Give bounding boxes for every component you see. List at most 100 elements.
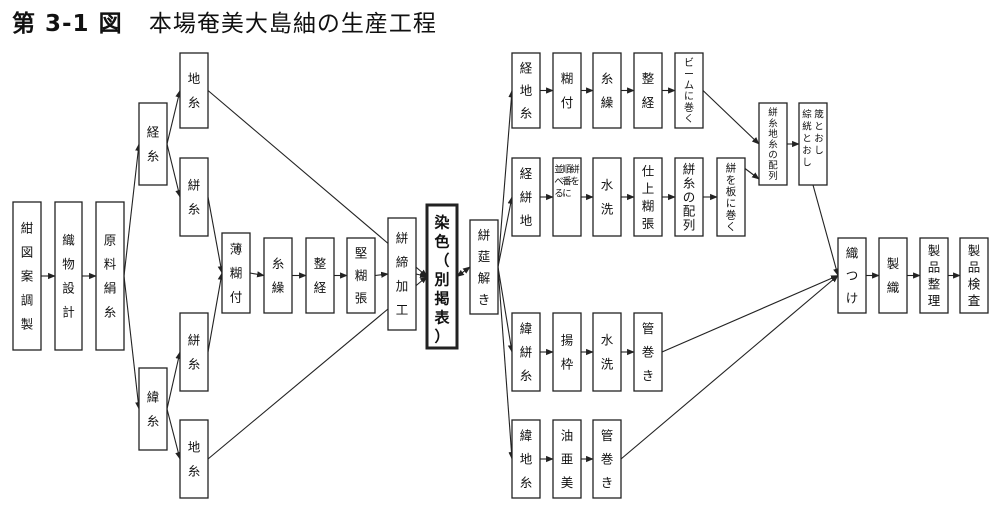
node-label: 管巻き [642, 321, 655, 383]
node-label: 経糸 [147, 125, 160, 164]
node-label: 揚枠 [561, 333, 574, 372]
node-n-kasurishime: 絣締加工 [387, 217, 417, 331]
node-label: 仕上糊張 [642, 163, 655, 231]
node-a-seikei: 整経 [633, 52, 663, 129]
node-label: 水洗 [601, 333, 614, 372]
node-box [138, 367, 168, 451]
edge-n_keikasuri-to-n_usunori [207, 196, 224, 274]
node-box [798, 102, 828, 186]
node-n-genryo: 原料絹糸 [95, 201, 125, 351]
node-b-hairetsu: 絣糸の配列 [674, 157, 704, 237]
node-box [511, 419, 541, 499]
node-box [633, 52, 663, 129]
edge-n_usunori-to-n_itokuri1 [249, 271, 265, 278]
node-box [511, 52, 541, 129]
node-box [305, 237, 335, 314]
figure-title: 第 3-1 図 本場奄美大島紬の生産工程 [12, 4, 437, 38]
node-label: ビームに巻く [684, 57, 694, 125]
node-box [837, 237, 867, 314]
edge-n_katanori-to-n_kasurishime [374, 271, 389, 278]
node-box [959, 237, 989, 314]
node-box [12, 201, 42, 351]
node-label: 経地糸 [520, 61, 533, 121]
edge-n_ikasuri-to-n_usunori [207, 272, 224, 353]
node-label: 絣を順番に並べる [554, 164, 580, 200]
node-box [633, 157, 663, 237]
node-a-keiji: 経地糸 [511, 52, 541, 129]
node-box [552, 419, 582, 499]
node-label: 製織 [887, 256, 900, 295]
node-box [552, 52, 582, 129]
node-label: 緯糸 [147, 390, 160, 429]
node-e-oritsuke: 織つけ [837, 237, 867, 314]
node-e-osa: 筬とおし綜絖とおし [798, 102, 828, 186]
edge-c_kanmaki-to-e_oritsuke [661, 274, 839, 353]
node-b-keikasuriji: 経絣地 [511, 157, 541, 237]
node-d-kanmaki: 管巻き [592, 419, 622, 499]
node-label: 絣を板に巻く [726, 162, 737, 233]
node-n-ikishi: 緯糸 [138, 367, 168, 451]
node-label: 地糸 [188, 71, 201, 110]
edge-n_ikishi-to-n_ikasuri [166, 351, 182, 410]
node-label: 絣締加工 [396, 231, 409, 318]
node-e-seiri: 製品整理 [919, 237, 949, 314]
node-n-seikei1: 整経 [305, 237, 335, 314]
node-label: 絣糸 [188, 178, 201, 217]
node-c-suisen: 水洗 [592, 312, 622, 392]
node-c-agewaku: 揚枠 [552, 312, 582, 392]
node-b-suisen: 水洗 [592, 157, 622, 237]
node-a-itokuri: 糸繰 [592, 52, 622, 129]
flow-nodes: 紺図案調製織物設計原料絹糸経糸緯糸地糸絣糸絣糸地糸薄糊付糸繰整経堅糊張絣締加工染… [12, 52, 989, 499]
node-label: 経絣地 [520, 166, 533, 228]
node-box [592, 52, 622, 129]
node-label: 原料絹糸 [104, 233, 117, 320]
node-label: 堅糊張 [355, 246, 368, 306]
node-box [263, 237, 293, 314]
node-b-junban: 絣を順番に並べる [552, 157, 582, 237]
node-box [138, 102, 168, 186]
node-box [552, 157, 582, 237]
node-label: 織物設計 [62, 233, 75, 320]
figure-number: 第 3-1 図 [12, 11, 123, 37]
node-box [592, 419, 622, 499]
edge-n_keishi-to-n_keikasuri [166, 143, 182, 198]
edge-n_genryo-to-n_keishi [123, 143, 142, 277]
node-label: 整経 [314, 256, 327, 295]
node-n-keiji: 地糸 [179, 52, 209, 129]
node-box [511, 312, 541, 392]
node-box [469, 219, 499, 315]
node-box [674, 157, 704, 237]
edge-n_ikishi-to-n_iji [166, 408, 182, 460]
node-label: 糊付 [561, 71, 574, 110]
node-box [878, 237, 908, 314]
node-b-shiage: 仕上糊張 [633, 157, 663, 237]
node-box [179, 157, 209, 237]
node-label: 絣糸地糸の配列 [768, 107, 778, 182]
node-label: 油亜美 [561, 428, 574, 490]
edge-d_kanmaki-to-e_oritsuke [620, 275, 839, 460]
node-n-keikasuri: 絣糸 [179, 157, 209, 237]
node-d-iji: 緯地糸 [511, 419, 541, 499]
node-n-zuan: 紺図案調製 [12, 201, 42, 351]
edge-n_senshoku-n_kasuritoki [456, 266, 471, 277]
node-box [919, 237, 949, 314]
edge-n_genryo-to-n_ikishi [123, 275, 142, 410]
node-a-norizuke: 糊付 [552, 52, 582, 129]
edge-n_kasuritoki-to-c_ikasuri [497, 266, 514, 353]
node-a-beam: ビームに巻く [674, 52, 704, 129]
edge-n_kasuritoki-to-b_keikasuriji [497, 196, 514, 268]
node-label: 管巻き [601, 428, 614, 490]
node-label: 紺図案調製 [21, 221, 34, 332]
node-box [592, 157, 622, 237]
node-d-yuaen: 油亜美 [552, 419, 582, 499]
node-b-ita: 絣を板に巻く [716, 157, 746, 237]
node-label: 染色（別掲表） [433, 213, 450, 345]
node-box [758, 102, 788, 186]
node-box [425, 203, 459, 350]
node-box [179, 52, 209, 129]
node-e-seishoku: 製織 [878, 237, 908, 314]
edge-n_kasuritoki-to-d_iji [497, 266, 515, 460]
node-label: 筬とおし綜絖とおし [802, 109, 824, 169]
node-box [716, 157, 746, 237]
node-label: 地糸 [188, 440, 201, 479]
